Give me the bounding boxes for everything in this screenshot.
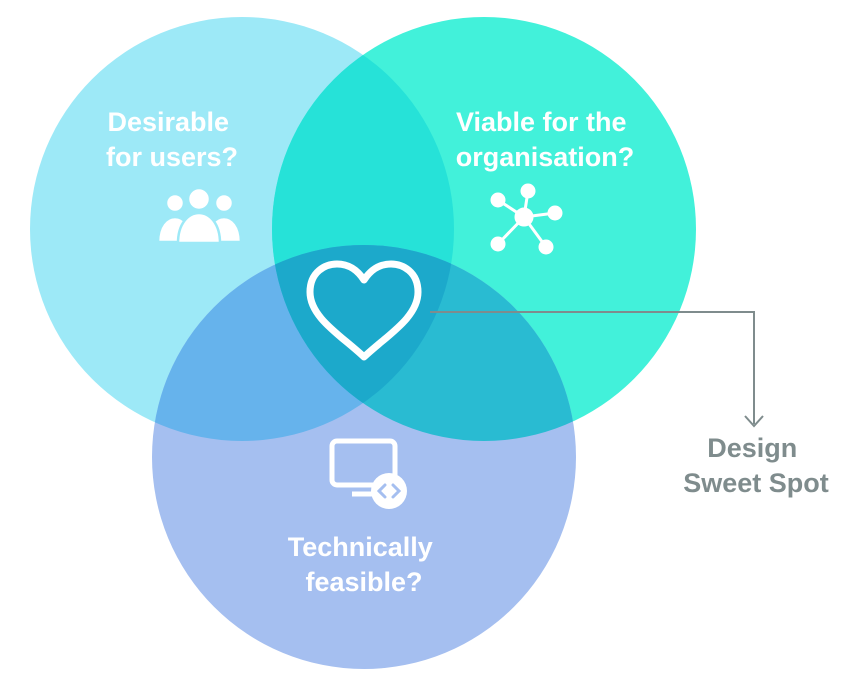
overlap-desirable-feasible (152, 245, 454, 441)
desirable-label-line1: Desirable (107, 107, 229, 137)
viable-label-line2: organisation? (456, 142, 635, 172)
callout-label-line1: Design (707, 433, 797, 463)
overlap-viable-feasible (272, 245, 576, 441)
network-hub-icon (490, 183, 563, 255)
callout-connector (430, 311, 764, 428)
viable-label: Viable for the organisation? (456, 107, 635, 172)
viable-label-line1: Viable for the (456, 107, 627, 137)
callout-label-line2: Sweet Spot (683, 468, 829, 498)
callout-label: Design Sweet Spot (683, 433, 829, 498)
monitor-code-icon (329, 438, 407, 509)
heart-icon (306, 260, 422, 361)
desirable-label-line2: for users? (106, 142, 238, 172)
feasible-label-line2: feasible? (305, 567, 422, 597)
desirable-label: Desirable for users? (106, 107, 238, 172)
feasible-label-line1: Technically (288, 532, 433, 562)
users-group-icon (156, 186, 243, 245)
feasible-label: Technically feasible? (288, 532, 441, 597)
